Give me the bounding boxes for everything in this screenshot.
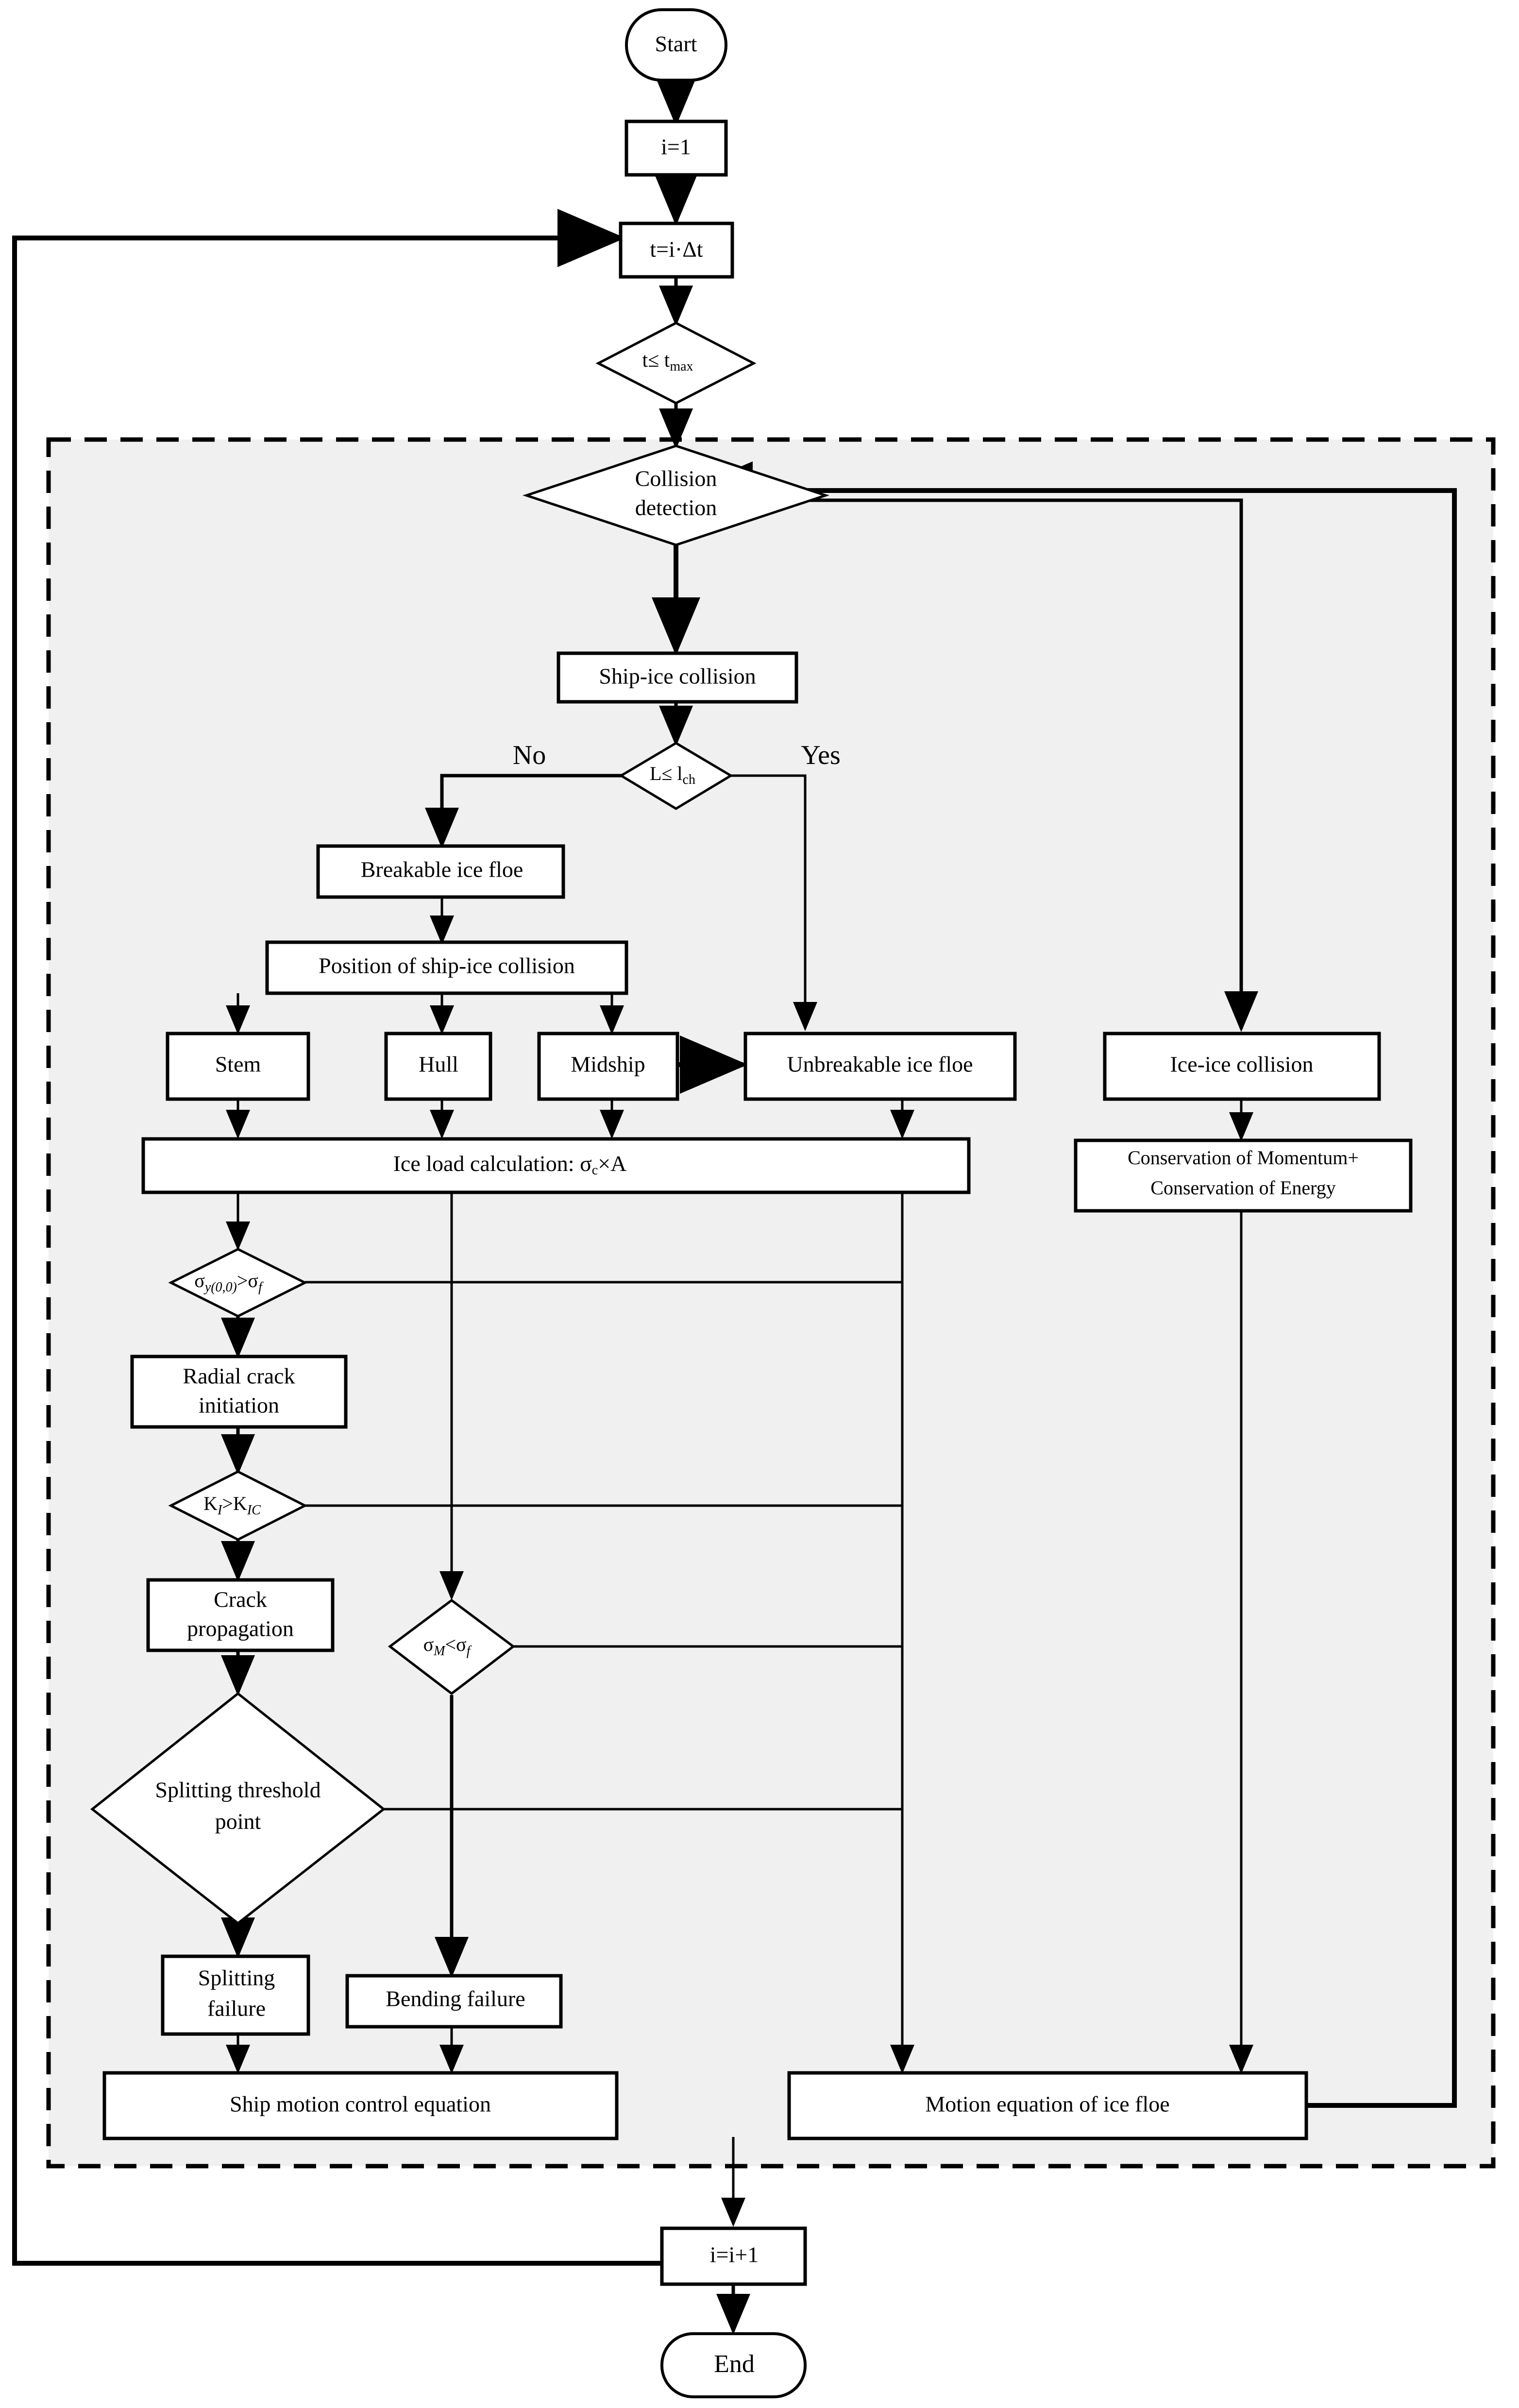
- node-time-step-label: t=i·Δt: [650, 237, 703, 262]
- node-collision-detection-line1: Collision: [635, 466, 717, 491]
- node-radial-crack-line2: initiation: [199, 1393, 279, 1418]
- edge-label-no: No: [513, 740, 546, 770]
- node-stem[interactable]: Stem: [166, 1032, 310, 1101]
- node-collision-detection-line2: detection: [635, 495, 717, 520]
- node-split-threshold-line1: Splitting threshold: [155, 1778, 321, 1802]
- node-splitting-failure-line2: failure: [207, 1996, 266, 2021]
- node-end-label: End: [714, 2350, 755, 2378]
- node-ice-ice[interactable]: Ice-ice collision: [1103, 1032, 1381, 1101]
- node-time-step[interactable]: t=i·Δt: [619, 221, 734, 279]
- node-sigma-m-check-label: σM<σf: [423, 1633, 472, 1659]
- node-increment[interactable]: i=i+1: [660, 2226, 807, 2286]
- node-unbreakable-label: Unbreakable ice floe: [787, 1052, 973, 1077]
- node-ship-motion[interactable]: Ship motion control equation: [102, 2071, 619, 2140]
- node-stem-label: Stem: [215, 1052, 261, 1077]
- connectors: [12, 68, 1457, 2335]
- node-k-check-label: KI>KIC: [203, 1492, 261, 1518]
- node-start[interactable]: Start: [625, 8, 727, 82]
- node-midship[interactable]: Midship: [537, 1032, 679, 1101]
- node-increment-label: i=i+1: [710, 2242, 759, 2267]
- node-split-threshold-line2: point: [215, 1809, 261, 1834]
- node-l-check[interactable]: L≤ lch: [619, 742, 733, 810]
- node-conservation-line1: Conservation of Momentum+: [1128, 1147, 1359, 1169]
- node-hull-label: Hull: [419, 1052, 458, 1077]
- node-radial-crack[interactable]: Radial crack initiation: [130, 1355, 348, 1429]
- node-ice-motion[interactable]: Motion equation of ice floe: [787, 2071, 1308, 2140]
- node-crack-propagation-line2: propagation: [187, 1616, 294, 1641]
- node-split-threshold[interactable]: Splitting threshold point: [90, 1692, 386, 1925]
- node-k-check[interactable]: KI>KIC: [168, 1470, 308, 1541]
- node-crack-propagation[interactable]: Crack propagation: [146, 1578, 335, 1652]
- node-ice-load[interactable]: Ice load calculation: σc×A: [141, 1137, 971, 1194]
- node-end[interactable]: End: [660, 2332, 807, 2398]
- node-ice-motion-label: Motion equation of ice floe: [925, 2092, 1169, 2117]
- node-position[interactable]: Position of ship-ice collision: [265, 940, 628, 995]
- node-ship-ice-collision-label: Ship-ice collision: [599, 664, 756, 689]
- node-ice-load-label: Ice load calculation: σc×A: [393, 1151, 627, 1178]
- node-splitting-failure-line1: Splitting: [198, 1966, 275, 1990]
- node-midship-label: Midship: [571, 1052, 645, 1077]
- edge-label-yes: Yes: [801, 740, 840, 770]
- node-radial-crack-line1: Radial crack: [183, 1364, 295, 1389]
- node-hull[interactable]: Hull: [384, 1032, 492, 1101]
- node-t-check[interactable]: t≤ tmax: [595, 322, 757, 405]
- node-breakable[interactable]: Breakable ice floe: [316, 844, 565, 899]
- node-ship-ice-collision[interactable]: Ship-ice collision: [557, 651, 798, 704]
- node-ice-ice-label: Ice-ice collision: [1170, 1052, 1313, 1077]
- node-bending-failure-label: Bending failure: [386, 1986, 525, 2011]
- node-sigma-y-check[interactable]: σy(0,0)>σf: [168, 1248, 308, 1318]
- node-l-check-label: L≤ lch: [650, 763, 695, 787]
- node-ship-motion-label: Ship motion control equation: [230, 2092, 491, 2117]
- node-breakable-label: Breakable ice floe: [361, 857, 523, 882]
- node-sigma-y-check-label: σy(0,0)>σf: [194, 1270, 264, 1295]
- node-init-i[interactable]: i=1: [624, 119, 728, 177]
- node-unbreakable[interactable]: Unbreakable ice floe: [743, 1032, 1017, 1101]
- node-position-label: Position of ship-ice collision: [319, 953, 575, 978]
- node-conservation-line2: Conservation of Energy: [1150, 1177, 1335, 1199]
- dashed-boundary: [46, 437, 1496, 2169]
- node-init-i-label: i=1: [661, 135, 691, 159]
- node-conservation[interactable]: Conservation of Momentum+ Conservation o…: [1074, 1138, 1413, 1213]
- node-start-label: Start: [655, 32, 697, 56]
- node-splitting-failure[interactable]: Splitting failure: [161, 1954, 310, 2036]
- node-crack-propagation-line1: Crack: [214, 1587, 267, 1612]
- node-t-check-label: t≤ tmax: [642, 349, 693, 374]
- node-bending-failure[interactable]: Bending failure: [345, 1974, 563, 2029]
- node-collision-detection[interactable]: Collision detection: [523, 444, 829, 546]
- node-sigma-m-check[interactable]: σM<σf: [388, 1598, 516, 1696]
